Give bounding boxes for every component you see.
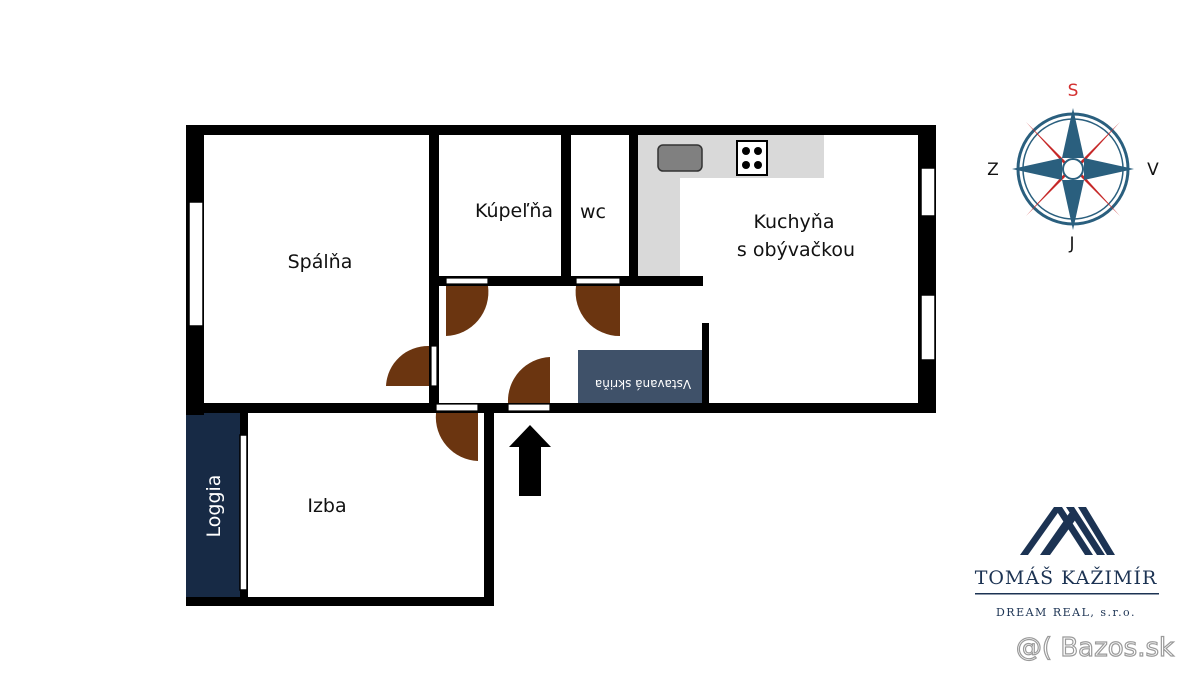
room-label-kupelna: Kúpeľňa: [475, 200, 553, 222]
compass-label-north: S: [1068, 81, 1079, 101]
door-openings: [430, 277, 621, 412]
door-wc: [575, 286, 620, 337]
room-label-kuchyna-line2: s obývačkou: [737, 239, 855, 261]
compass-label-west: Z: [987, 160, 999, 180]
door-kupelna: [446, 286, 489, 336]
sink-icon: [657, 144, 703, 172]
room-label-wc: wc: [580, 201, 606, 223]
brand-logo: [1020, 507, 1115, 555]
loggia-area: [186, 410, 242, 600]
brand-name: TOMÁŠ KAŽIMÍR: [975, 566, 1158, 589]
door-izba: [435, 413, 478, 461]
brand-subtitle: DREAM REAL, s.r.o.: [996, 606, 1136, 619]
room-label-kuchyna-line1: Kuchyňa: [754, 211, 835, 233]
room-label-spalna: Spálňa: [288, 251, 353, 273]
watermark: @( Bazos.sk: [1016, 633, 1174, 663]
windows: [188, 167, 936, 591]
wardrobe: [578, 350, 707, 403]
room-label-loggia: Loggia: [203, 475, 225, 538]
brand-divider: [975, 593, 1159, 595]
door-spalna: [386, 345, 429, 386]
walls: [186, 125, 936, 606]
entrance-arrow-icon: [509, 425, 551, 496]
door-entrance: [507, 357, 550, 403]
room-label-izba: Izba: [307, 495, 346, 517]
compass-label-south: J: [1068, 234, 1074, 254]
stove-icon: [736, 140, 768, 176]
compass-label-east: V: [1147, 160, 1159, 180]
compass-rose-icon: [1012, 108, 1134, 230]
room-label-skrina: Vstavaná skriňa: [595, 377, 691, 391]
